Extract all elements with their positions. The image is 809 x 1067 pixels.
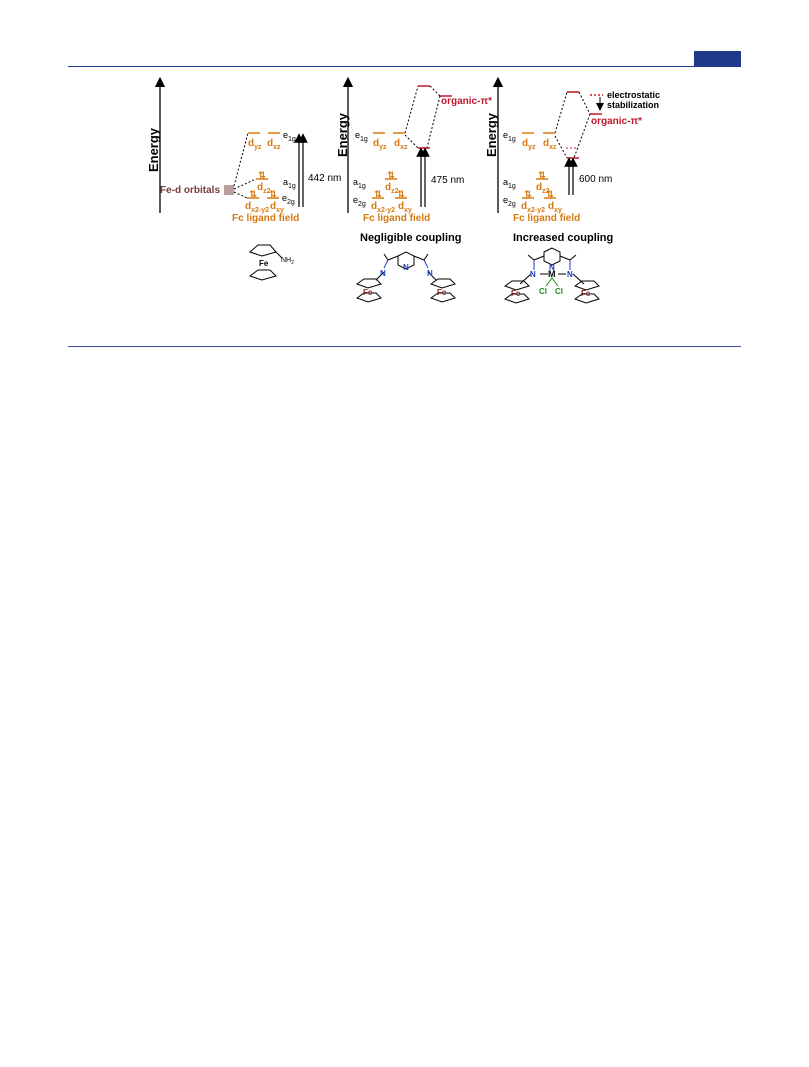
e2g-label: e2g bbox=[503, 195, 516, 208]
amine-group: NH2 bbox=[281, 257, 294, 266]
dxz-label: dxz bbox=[543, 138, 557, 151]
stabilization-label-line1: electrostatic bbox=[607, 90, 660, 100]
e2g-label: e2g bbox=[282, 193, 295, 206]
a1g-label: a1g bbox=[283, 177, 296, 190]
imine-nitrogen-left: N bbox=[530, 270, 536, 279]
panel-negligible-coupling: Energy organic-π* e1g dyz dxz ⇅ dz2 a1g … bbox=[335, 76, 492, 303]
pyridine-nitrogen: N bbox=[549, 263, 555, 272]
e2g-label: e2g bbox=[353, 195, 366, 208]
dxy-label: dxy bbox=[398, 201, 412, 214]
header-rule bbox=[68, 66, 741, 67]
svg-text:⇅: ⇅ bbox=[258, 170, 266, 180]
aminoferrocene-structure bbox=[248, 244, 283, 281]
dz2-label: dz2 bbox=[385, 182, 399, 195]
metal-complex-structure bbox=[503, 247, 600, 304]
fe-d-orbitals-label: Fe-d orbitals bbox=[160, 185, 220, 196]
e1g-label: e1g bbox=[283, 130, 296, 143]
svg-text:⇅: ⇅ bbox=[397, 189, 405, 199]
energy-axis-label: Energy bbox=[484, 112, 499, 157]
fe-atom-right: Fe bbox=[581, 289, 591, 298]
correlation-lines bbox=[404, 85, 441, 149]
svg-text:⇅: ⇅ bbox=[249, 189, 257, 199]
correlation-lines bbox=[233, 132, 257, 199]
fe-atom-left: Fe bbox=[511, 289, 521, 298]
chloride-left: Cl bbox=[539, 287, 547, 296]
fe-d-orbital-levels bbox=[224, 185, 234, 195]
dyz-label: dyz bbox=[373, 138, 387, 151]
dyz-label: dyz bbox=[522, 138, 536, 151]
a1g-label: a1g bbox=[353, 177, 366, 190]
fe-atom: Fe bbox=[259, 259, 269, 268]
bis-ferrocenyl-pyridine-structure bbox=[355, 251, 456, 303]
imine-nitrogen-right: N bbox=[567, 270, 573, 279]
dxz-label: dxz bbox=[267, 138, 281, 151]
e1g-label: e1g bbox=[503, 130, 516, 143]
transition-wavelength: 442 nm bbox=[308, 173, 341, 184]
dx2y2-label: dx2-y2 bbox=[371, 201, 395, 214]
panel-ferrocenyl-amine: Energy Fe-d orbitals dyz dxz e1g ⇅ dz2 a… bbox=[146, 76, 341, 281]
svg-text:⇅: ⇅ bbox=[269, 189, 277, 199]
dx2y2-label: dx2-y2 bbox=[521, 201, 545, 214]
stabilization-label-line2: stabilization bbox=[607, 100, 659, 110]
dx2y2-label: dx2-y2 bbox=[245, 201, 269, 214]
svg-text:⇅: ⇅ bbox=[374, 189, 382, 199]
correlation-lines bbox=[554, 91, 591, 159]
chloride-right: Cl bbox=[555, 287, 563, 296]
e1g-label: e1g bbox=[355, 130, 368, 143]
dxy-label: dxy bbox=[270, 201, 284, 214]
svg-text:⇅: ⇅ bbox=[524, 189, 532, 199]
ligand-field-label: Fc ligand field bbox=[363, 213, 430, 224]
transition-wavelength: 475 nm bbox=[431, 175, 464, 186]
dxz-label: dxz bbox=[394, 138, 408, 151]
dxy-label: dxy bbox=[548, 201, 562, 214]
coupling-label: Negligible coupling bbox=[360, 232, 461, 244]
organic-pi-label: organic-π* bbox=[441, 96, 492, 107]
ligand-field-label: Fc ligand field bbox=[513, 213, 580, 224]
pyridine-nitrogen: N bbox=[403, 263, 409, 272]
metal-center: M bbox=[548, 269, 556, 279]
energy-axis-label: Energy bbox=[146, 127, 161, 172]
imine-nitrogen-right: N bbox=[427, 269, 433, 278]
imine-nitrogen-left: N bbox=[380, 269, 386, 278]
figure-bottom-rule bbox=[68, 346, 741, 347]
a1g-label: a1g bbox=[503, 177, 516, 190]
svg-text:⇅: ⇅ bbox=[538, 170, 546, 180]
fe-atom-left: Fe bbox=[363, 288, 373, 297]
energy-axis-label: Energy bbox=[335, 112, 350, 157]
svg-text:⇅: ⇅ bbox=[387, 170, 395, 180]
transition-wavelength: 600 nm bbox=[579, 174, 612, 185]
dyz-label: dyz bbox=[248, 138, 262, 151]
organic-pi-label: organic-π* bbox=[591, 116, 642, 127]
header-tab bbox=[694, 51, 741, 66]
fe-atom-right: Fe bbox=[437, 288, 447, 297]
ligand-field-label: Fc ligand field bbox=[232, 213, 299, 224]
svg-text:⇅: ⇅ bbox=[546, 189, 554, 199]
coupling-label: Increased coupling bbox=[513, 232, 613, 244]
dz2-label: dz2 bbox=[257, 182, 271, 195]
dz2-label: dz2 bbox=[536, 182, 550, 195]
panel-increased-coupling: Energy electrostatic stabilization organ… bbox=[484, 76, 660, 304]
